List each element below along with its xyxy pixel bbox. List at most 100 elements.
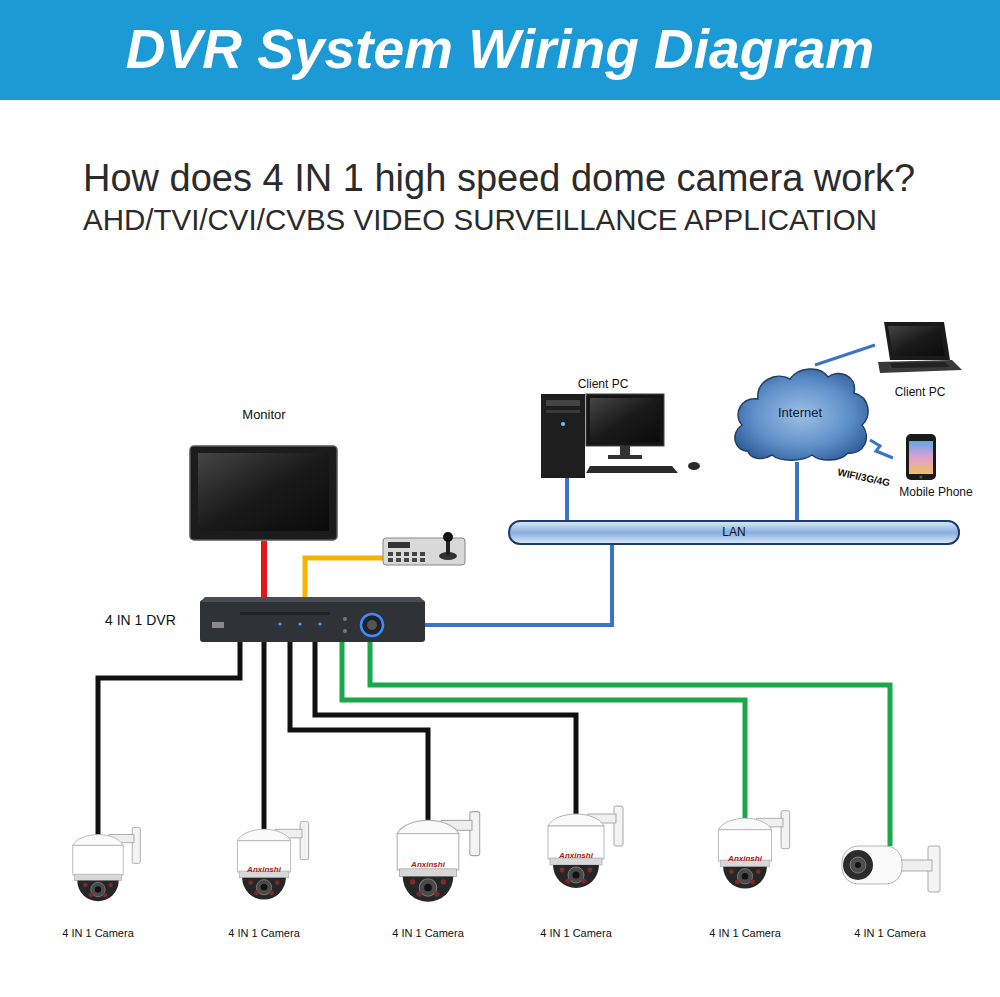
camera-device: 4 IN 1 Camera [516, 814, 636, 940]
subtitle-application-holder: AHD/TVI/CVI/CVBS VIDEO SURVEILLANCE APPL… [83, 203, 877, 237]
cable-connector [815, 345, 875, 365]
smart-phone [906, 434, 936, 480]
dome-camera [237, 822, 308, 900]
desktop-computer [546, 400, 580, 406]
dome-camera [73, 806, 790, 902]
cable-connector [290, 642, 428, 820]
bullet-ptz-camera [842, 846, 902, 884]
subtitle-question: How does 4 IN 1 high speed dome camera w… [83, 157, 915, 199]
dome-camera [397, 812, 480, 902]
camera-device: 4 IN 1 Camera [685, 818, 805, 940]
node-label: Internet [778, 406, 822, 421]
desktop-computer [546, 410, 580, 413]
node-label: Mobile Phone [899, 486, 972, 500]
dvr-box [278, 622, 281, 625]
laptop-computer [890, 362, 950, 368]
diagram-title: DVR System Wiring Diagram [126, 18, 874, 81]
cable-connector [262, 642, 267, 829]
cable-connector [795, 462, 799, 520]
ptz-keyboard [412, 552, 417, 556]
camera-device: 4 IN 1 Camera [830, 846, 950, 940]
cable-connector [261, 541, 267, 598]
edge-label-holder: WIFI/3G/4G [834, 461, 894, 491]
cloud-outline [735, 369, 868, 460]
lan-band: LAN [508, 520, 960, 545]
bullet-ptz-camera [842, 846, 940, 892]
dvr-box [343, 629, 347, 633]
bullet-ptz-camera [843, 850, 873, 880]
cable-connector [315, 642, 576, 814]
node-label: Client PC [576, 378, 631, 392]
desktop-computer [586, 394, 664, 446]
monitor-screen [190, 446, 337, 540]
desktop-computer [608, 455, 642, 459]
dvr-box [367, 620, 377, 630]
node-label: 4 IN 1 Camera [62, 927, 134, 940]
dvr-box [212, 622, 224, 628]
bullet-ptz-camera [855, 862, 861, 868]
desktop-computer [620, 446, 630, 456]
cable-connector [870, 440, 893, 458]
node-label: 4 IN 1 Camera [540, 927, 612, 940]
monitor-screen [198, 453, 329, 531]
dvr-box [361, 614, 383, 636]
node-label: 4 IN 1 Camera [854, 927, 926, 940]
node-label: 4 IN 1 Camera [228, 927, 300, 940]
cable-connector [342, 642, 745, 818]
brand-logo: Anxinshi [247, 865, 281, 874]
ptz-keyboard [420, 552, 425, 556]
bullet-ptz-camera [850, 857, 866, 873]
ptz-keyboard [388, 542, 410, 548]
ptz-keyboard [396, 552, 401, 556]
ptz-keyboard [443, 532, 453, 542]
control-wire [305, 558, 383, 598]
cable-connector [370, 642, 890, 846]
client-laptop: Client PC [875, 318, 965, 400]
ptz-keyboard [412, 558, 417, 562]
cable-connector [98, 642, 240, 835]
monitor-screen [190, 446, 337, 540]
ptz-keyboard [383, 532, 465, 565]
smart-phone [909, 441, 933, 474]
ptz-keyboard [383, 538, 465, 565]
subtitle-application: AHD/TVI/CVI/CVBS VIDEO SURVEILLANCE APPL… [83, 203, 877, 236]
node-label: Client PC [895, 386, 946, 400]
ptz-keyboard [404, 552, 409, 556]
node-label: Monitor [242, 408, 285, 423]
desktop-computer [541, 394, 700, 478]
laptop-computer [878, 322, 962, 373]
link-label: WIFI/3G/4G [835, 466, 893, 489]
title-holder: DVR System Wiring Diagram [0, 0, 1000, 100]
dome-camera [73, 827, 141, 901]
camera-device: 4 IN 1 Camera [368, 820, 488, 940]
title-banner [0, 0, 1000, 100]
brand-logo: Anxinshi [728, 854, 762, 863]
dome-camera [548, 806, 623, 888]
smart-phone [906, 434, 936, 480]
dvr-box [200, 597, 425, 642]
dvr-box [343, 617, 347, 621]
ptz-keyboard [404, 558, 409, 562]
dome-camera [718, 811, 789, 889]
ptz-keyboard [396, 558, 401, 562]
brand-logo: Anxinshi [411, 860, 445, 869]
internet-cloud: Internet [730, 365, 870, 462]
laptop-computer [884, 322, 950, 360]
node-label: 4 IN 1 Camera [709, 927, 781, 940]
desktop-computer [541, 394, 585, 478]
ptz-keyboard [420, 558, 425, 562]
brand-logo-holder: Anxinshi [406, 853, 450, 871]
dvr-box [200, 600, 425, 642]
brand-logo-holder: Anxinshi [723, 847, 767, 865]
dvr-recorder: 4 IN 1 DVR [105, 598, 425, 642]
node-label: 4 IN 1 DVR [105, 612, 176, 628]
cable-connector [565, 478, 569, 520]
monitor-device: Monitor [190, 408, 338, 541]
dvr-box [298, 622, 301, 625]
camera-device: 4 IN 1 Camera [204, 829, 324, 940]
laptop-computer [878, 360, 962, 373]
